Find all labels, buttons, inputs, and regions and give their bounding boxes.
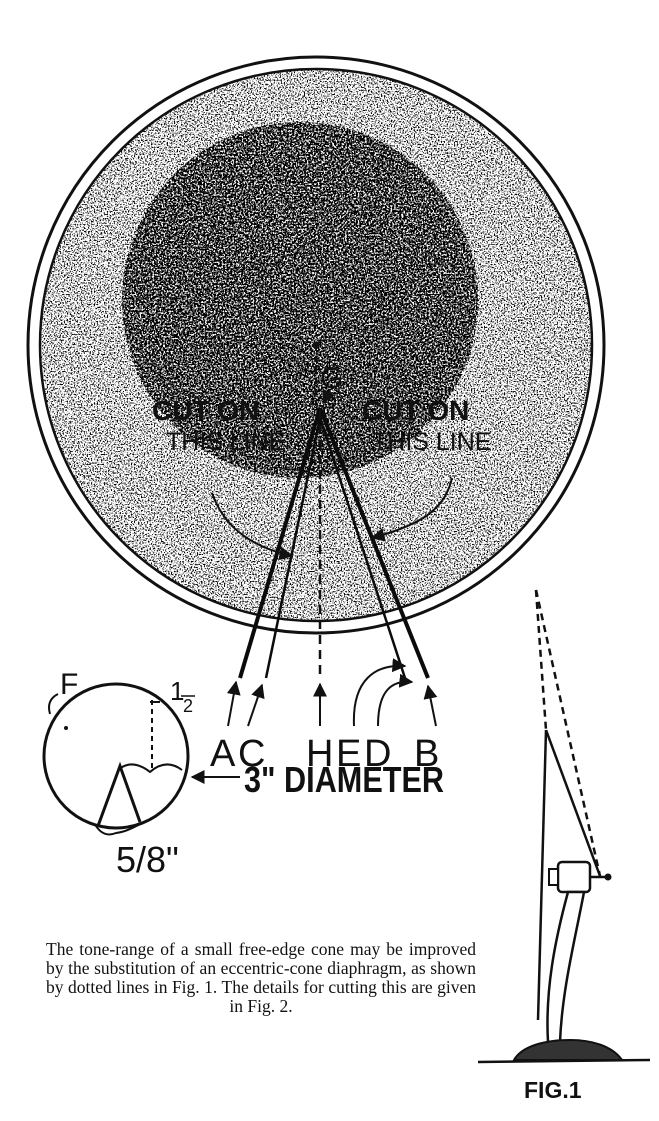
disc-speckle-center [122, 122, 478, 478]
label-one-half-whole: 1 [170, 676, 184, 706]
disc-labels: G CUT ON THIS LINE CUT ON THIS LINE [152, 362, 491, 456]
label-b: B [414, 733, 439, 775]
fig1-ground [477, 1058, 651, 1064]
small-circle-outline [42, 682, 190, 830]
small-circle-dot [64, 726, 68, 730]
label-d: D [364, 733, 391, 775]
label-cut-left-2: THIS LINE [166, 428, 285, 456]
fig1-speaker: FIG.1 [477, 589, 651, 1103]
fig1-base [512, 1038, 624, 1061]
label-cut-right-1: CUT ON [362, 395, 469, 426]
fig1-dashed-inner [534, 589, 548, 731]
arrow-cut-left [211, 492, 294, 561]
cut-line-right [318, 407, 430, 679]
label-h: H [306, 733, 333, 775]
fig1-dashed-outer [534, 589, 602, 877]
caption: The tone-range of a small free-edge cone… [46, 939, 476, 1016]
arrow-c [247, 683, 265, 727]
arrow-cut-right [370, 477, 453, 542]
fig1-apex-dot [604, 873, 612, 881]
arrow-d [377, 673, 414, 727]
label-f: F [60, 668, 78, 701]
label-fig1: FIG.1 [524, 1077, 582, 1103]
cut-line-left [238, 407, 322, 679]
fig1-cone-front [544, 729, 602, 877]
callout-arrows [211, 388, 453, 727]
disc-inner-edge [38, 67, 594, 623]
label-g: G [320, 362, 343, 395]
small-cone-circle [42, 682, 240, 836]
disc-outer-edge [26, 55, 606, 635]
fig1-stand [546, 890, 586, 1044]
fig1-cone-back [536, 729, 548, 1021]
five-eighths-bracket [95, 823, 141, 836]
label-c: C [238, 733, 265, 775]
arrow-a [226, 680, 241, 727]
label-e: E [336, 733, 361, 775]
label-one-half-denominator: 2 [183, 696, 193, 716]
half-inch-bracket [117, 763, 183, 774]
label-three-diameter: 3" DIAMETER [244, 759, 444, 800]
label-cut-right-2: THIS LINE [372, 428, 491, 456]
label-five-eighths: 5/8" [116, 839, 179, 880]
arrow-e [352, 658, 407, 727]
label-f-bracket [48, 693, 59, 715]
small-wedge [96, 761, 142, 827]
label-a: A [210, 733, 236, 775]
center-point [312, 341, 320, 349]
inner-line-right [318, 417, 407, 679]
arrow-g [322, 388, 336, 405]
fig1-motor-cap [548, 868, 559, 886]
arrow-b [423, 684, 438, 727]
label-cut-left-1: CUT ON [152, 395, 259, 426]
point-letters: A C H E D B [210, 733, 439, 775]
small-circle-labels: F 1 2 3" DIAMETER 5/8" [60, 668, 444, 880]
fig1-motor [556, 860, 592, 894]
